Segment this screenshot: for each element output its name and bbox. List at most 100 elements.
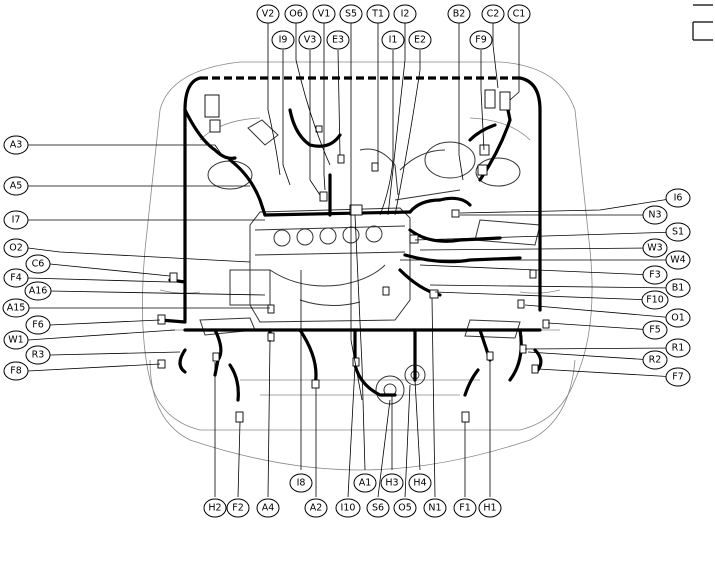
svg-text:E3: E3 bbox=[332, 35, 344, 46]
label-h1: H1 bbox=[478, 498, 502, 518]
svg-text:V1: V1 bbox=[318, 9, 331, 20]
svg-text:I7: I7 bbox=[12, 215, 21, 226]
svg-text:I6: I6 bbox=[674, 193, 683, 204]
svg-text:C1: C1 bbox=[513, 9, 526, 20]
label-s5: S5 bbox=[339, 4, 363, 24]
label-r2: R2 bbox=[642, 350, 668, 370]
svg-text:F10: F10 bbox=[646, 295, 664, 306]
svg-text:F1: F1 bbox=[459, 503, 471, 514]
label-v3: V3 bbox=[298, 30, 322, 50]
svg-text:C6: C6 bbox=[32, 259, 45, 270]
svg-text:I1: I1 bbox=[389, 35, 398, 46]
svg-text:A4: A4 bbox=[262, 503, 275, 514]
label-h2: H2 bbox=[203, 498, 227, 518]
svg-text:A5: A5 bbox=[10, 181, 23, 192]
label-r3: R3 bbox=[25, 345, 51, 365]
svg-text:A3: A3 bbox=[10, 140, 23, 151]
label-f3: F3 bbox=[642, 265, 668, 285]
label-t1: T1 bbox=[366, 4, 390, 24]
svg-text:F4: F4 bbox=[10, 273, 22, 284]
label-v1: V1 bbox=[312, 4, 336, 24]
label-s6: S6 bbox=[366, 498, 390, 518]
label-f1: F1 bbox=[453, 498, 477, 518]
label-c6: C6 bbox=[25, 254, 51, 274]
label-a15: A15 bbox=[2, 298, 30, 318]
svg-text:F8: F8 bbox=[10, 366, 22, 377]
label-o5: O5 bbox=[393, 498, 417, 518]
label-a16: A16 bbox=[24, 281, 52, 301]
svg-text:F6: F6 bbox=[32, 320, 44, 331]
svg-text:S5: S5 bbox=[345, 9, 357, 20]
label-e3: E3 bbox=[326, 30, 350, 50]
svg-text:I10: I10 bbox=[341, 503, 356, 514]
svg-text:F7: F7 bbox=[672, 372, 684, 383]
svg-text:N1: N1 bbox=[428, 503, 441, 514]
connector-labels: V2 O6 V1 S5 T1 I2 B2 C2 C1 I9 V3 E3 I1 E… bbox=[2, 4, 691, 518]
label-f9: F9 bbox=[469, 30, 493, 50]
label-a1: A1 bbox=[353, 473, 377, 493]
label-f5: F5 bbox=[642, 320, 668, 340]
svg-text:F5: F5 bbox=[649, 325, 661, 336]
label-a2: A2 bbox=[304, 498, 328, 518]
label-w1: W1 bbox=[3, 330, 29, 350]
svg-text:R2: R2 bbox=[649, 355, 662, 366]
label-r1: R1 bbox=[665, 338, 691, 358]
label-b1: B1 bbox=[665, 278, 691, 298]
label-h3: H3 bbox=[380, 473, 404, 493]
label-f10: F10 bbox=[641, 290, 669, 310]
svg-text:S6: S6 bbox=[372, 503, 384, 514]
svg-text:F9: F9 bbox=[475, 35, 487, 46]
label-a3: A3 bbox=[3, 135, 29, 155]
svg-text:H3: H3 bbox=[385, 478, 398, 489]
svg-text:N3: N3 bbox=[648, 210, 661, 221]
label-w3: W3 bbox=[642, 238, 668, 258]
label-f8: F8 bbox=[3, 361, 29, 381]
label-i7: I7 bbox=[3, 210, 29, 230]
svg-text:H2: H2 bbox=[208, 503, 221, 514]
label-i6: I6 bbox=[665, 188, 691, 208]
svg-text:V2: V2 bbox=[262, 9, 275, 20]
svg-text:A16: A16 bbox=[29, 286, 48, 297]
svg-text:W1: W1 bbox=[8, 335, 23, 346]
label-c2: C2 bbox=[481, 4, 505, 24]
svg-text:R1: R1 bbox=[672, 343, 685, 354]
label-o1: O1 bbox=[665, 308, 691, 328]
label-w4: W4 bbox=[665, 250, 691, 270]
label-b2: B2 bbox=[447, 4, 471, 24]
label-i1: I1 bbox=[381, 30, 405, 50]
svg-text:C2: C2 bbox=[487, 9, 500, 20]
label-f7: F7 bbox=[665, 367, 691, 387]
svg-text:T1: T1 bbox=[371, 9, 384, 20]
label-e2: E2 bbox=[408, 30, 432, 50]
label-i10: I10 bbox=[335, 498, 361, 518]
label-s1: S1 bbox=[665, 222, 691, 242]
label-f2: F2 bbox=[226, 498, 250, 518]
svg-text:H1: H1 bbox=[483, 503, 496, 514]
svg-text:S1: S1 bbox=[672, 227, 684, 238]
svg-text:O2: O2 bbox=[9, 243, 23, 254]
svg-text:W3: W3 bbox=[647, 243, 662, 254]
leader-lines bbox=[27, 23, 677, 498]
svg-text:V3: V3 bbox=[304, 35, 317, 46]
svg-text:O6: O6 bbox=[289, 9, 303, 20]
label-i9: I9 bbox=[271, 30, 295, 50]
svg-text:W4: W4 bbox=[670, 255, 685, 266]
label-a5: A5 bbox=[3, 176, 29, 196]
label-i8: I8 bbox=[289, 473, 313, 493]
label-c1: C1 bbox=[507, 4, 531, 24]
label-v2: V2 bbox=[256, 4, 280, 24]
svg-text:O5: O5 bbox=[398, 503, 412, 514]
svg-text:E2: E2 bbox=[414, 35, 426, 46]
svg-text:I8: I8 bbox=[297, 478, 306, 489]
svg-text:H4: H4 bbox=[413, 478, 426, 489]
svg-text:I9: I9 bbox=[279, 35, 288, 46]
label-o2: O2 bbox=[3, 238, 29, 258]
label-n1: N1 bbox=[423, 498, 447, 518]
svg-text:I2: I2 bbox=[401, 9, 410, 20]
svg-text:F2: F2 bbox=[232, 503, 244, 514]
label-o6: O6 bbox=[284, 4, 308, 24]
svg-text:A1: A1 bbox=[359, 478, 372, 489]
connectors bbox=[157, 89, 550, 423]
label-i2: I2 bbox=[393, 4, 417, 24]
